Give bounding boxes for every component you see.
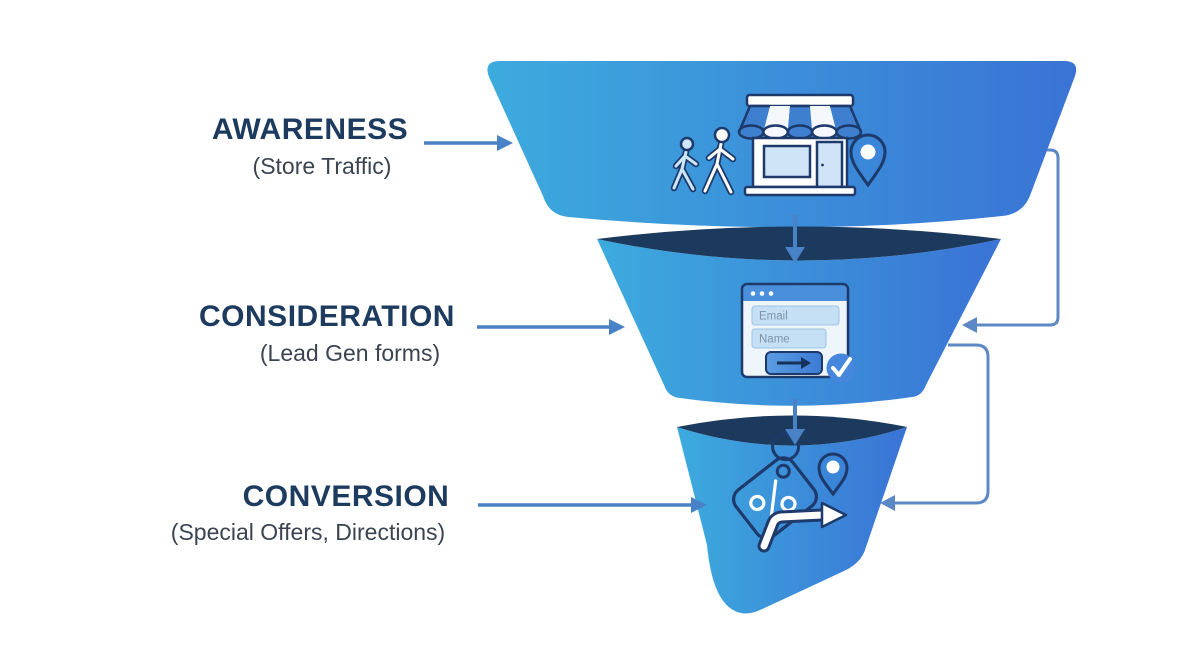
conversion-label: CONVERSION xyxy=(242,480,450,513)
form-field-email[interactable]: Email xyxy=(759,311,788,323)
label-pointer-arrows xyxy=(424,135,707,513)
awareness-sublabel: (Store Traffic) xyxy=(252,153,392,179)
flow-down-arrow-2-icon xyxy=(785,399,805,445)
map-pin-icon xyxy=(849,133,887,188)
consideration-sublabel: (Lead Gen forms) xyxy=(259,340,441,366)
storefront-icon xyxy=(737,93,863,197)
directions-arrow-icon xyxy=(757,501,848,553)
conversion-pointer-arrow-icon xyxy=(478,497,707,513)
checkmark-badge-icon xyxy=(826,353,856,383)
flow-down-arrow-1-icon xyxy=(785,215,805,263)
funnel-rim-band-consideration xyxy=(597,226,1001,261)
loopback-connectors xyxy=(880,148,1060,511)
loopback-connector-1-icon xyxy=(962,148,1060,333)
walking-people-icon xyxy=(670,126,737,196)
arrow-right-icon xyxy=(777,357,811,369)
conversion-sublabel: (Special Offers, Directions) xyxy=(170,519,446,545)
funnel-shape xyxy=(487,61,1077,614)
awareness-pointer-arrow-icon xyxy=(424,135,513,151)
loopback-connector-2-icon xyxy=(880,343,990,511)
form-submit-button[interactable] xyxy=(765,351,823,375)
form-field-name[interactable]: Name xyxy=(759,334,790,346)
awareness-label: AWARENESS xyxy=(211,113,409,146)
flow-down-arrows xyxy=(785,215,805,445)
consideration-label: CONSIDERATION xyxy=(199,300,455,333)
map-pin-small-icon xyxy=(817,452,849,497)
consideration-pointer-arrow-icon xyxy=(477,319,625,335)
browser-form-icon: Email Name xyxy=(740,282,856,383)
